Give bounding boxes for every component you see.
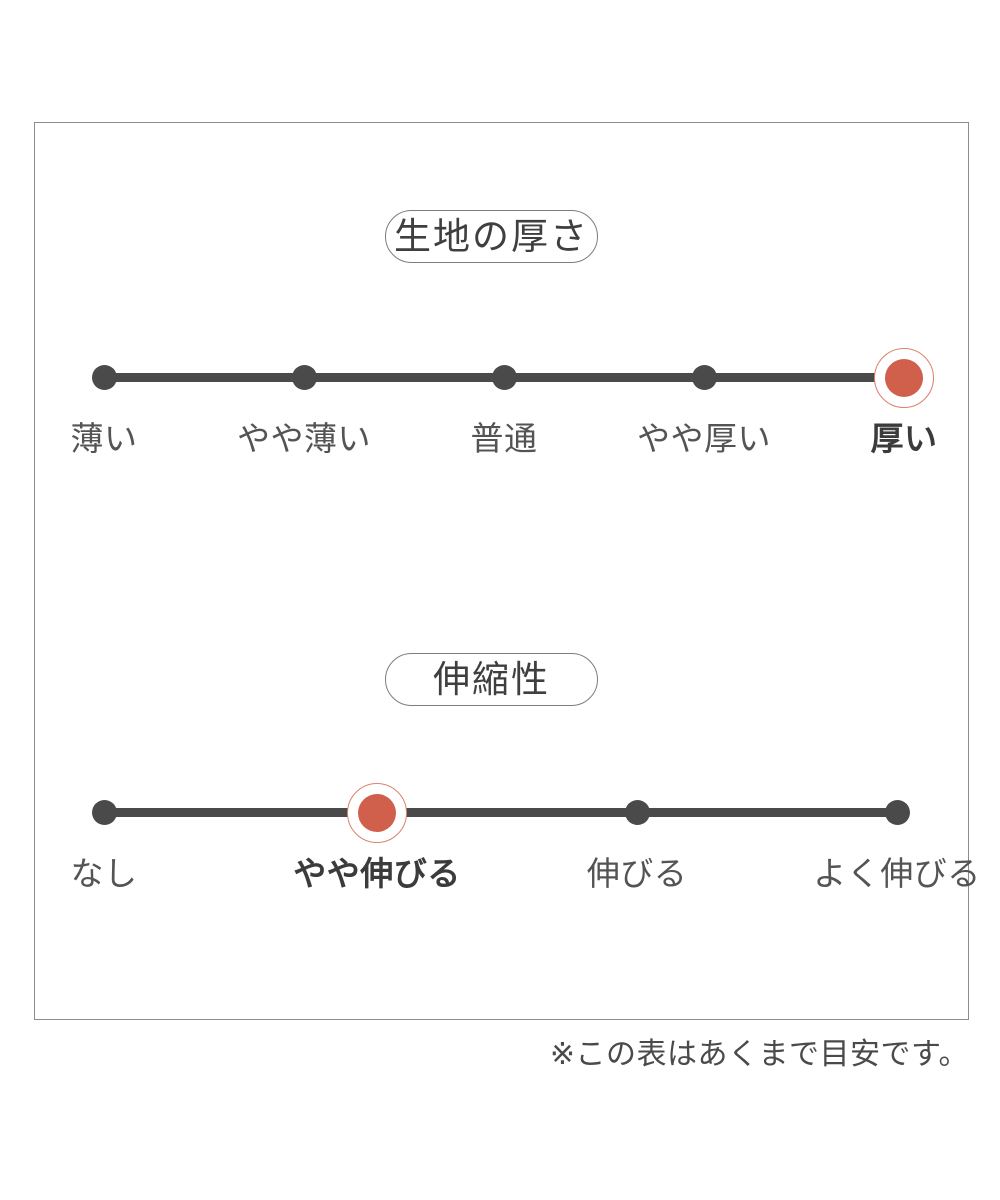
- footnote-disclaimer: ※この表はあくまで目安です。: [549, 1038, 969, 1071]
- section-badge-fabric-thickness: 生地の厚さ: [385, 210, 598, 263]
- scale-node[interactable]: [291, 365, 317, 390]
- scale-node-selected[interactable]: [885, 359, 923, 397]
- spec-frame: [34, 122, 969, 1020]
- scale-tick-label: やや薄い: [237, 420, 371, 457]
- scale-stretchiness: なし やや伸びる 伸びる よく伸びる: [0, 775, 1000, 895]
- scale-node[interactable]: [91, 800, 117, 825]
- scale-tick-label: 普通: [470, 420, 538, 457]
- scale-tick-label: 伸びる: [586, 855, 688, 892]
- scale-node[interactable]: [884, 800, 910, 825]
- scale-tick-label: やや伸びる: [293, 855, 461, 892]
- scale-tick-label: なし: [70, 855, 138, 892]
- scale-node-selected[interactable]: [358, 794, 396, 832]
- section-badge-stretchiness: 伸縮性: [385, 653, 598, 706]
- scale-tick-label: 薄い: [70, 420, 138, 457]
- scale-tick-label: やや厚い: [637, 420, 771, 457]
- scale-node[interactable]: [691, 365, 717, 390]
- scale-node[interactable]: [91, 365, 117, 390]
- scale-node[interactable]: [491, 365, 517, 390]
- scale-tick-label: よく伸びる: [813, 855, 981, 892]
- scale-node[interactable]: [624, 800, 650, 825]
- scale-fabric-thickness: 薄い やや薄い 普通 やや厚い 厚い: [0, 340, 1000, 460]
- scale-track: [104, 808, 897, 817]
- scale-tick-label: 厚い: [870, 420, 938, 457]
- scale-node-halo: [347, 783, 407, 843]
